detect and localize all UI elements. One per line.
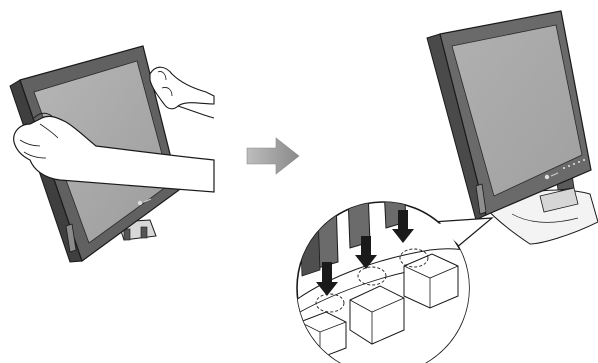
left-logo-icon [137, 200, 143, 206]
left-monitor [9, 45, 215, 263]
insert-arrow-icons [316, 210, 414, 296]
right-monitor [426, 10, 598, 245]
right-arrow-icon [246, 137, 300, 175]
right-logo-icon [544, 174, 550, 180]
left-hand-top [149, 66, 215, 110]
detail-callout [296, 201, 494, 363]
right-screen [451, 24, 583, 197]
left-hand-bottom [13, 115, 215, 193]
left-side-buttons [65, 223, 77, 253]
right-front-buttons [563, 159, 585, 169]
